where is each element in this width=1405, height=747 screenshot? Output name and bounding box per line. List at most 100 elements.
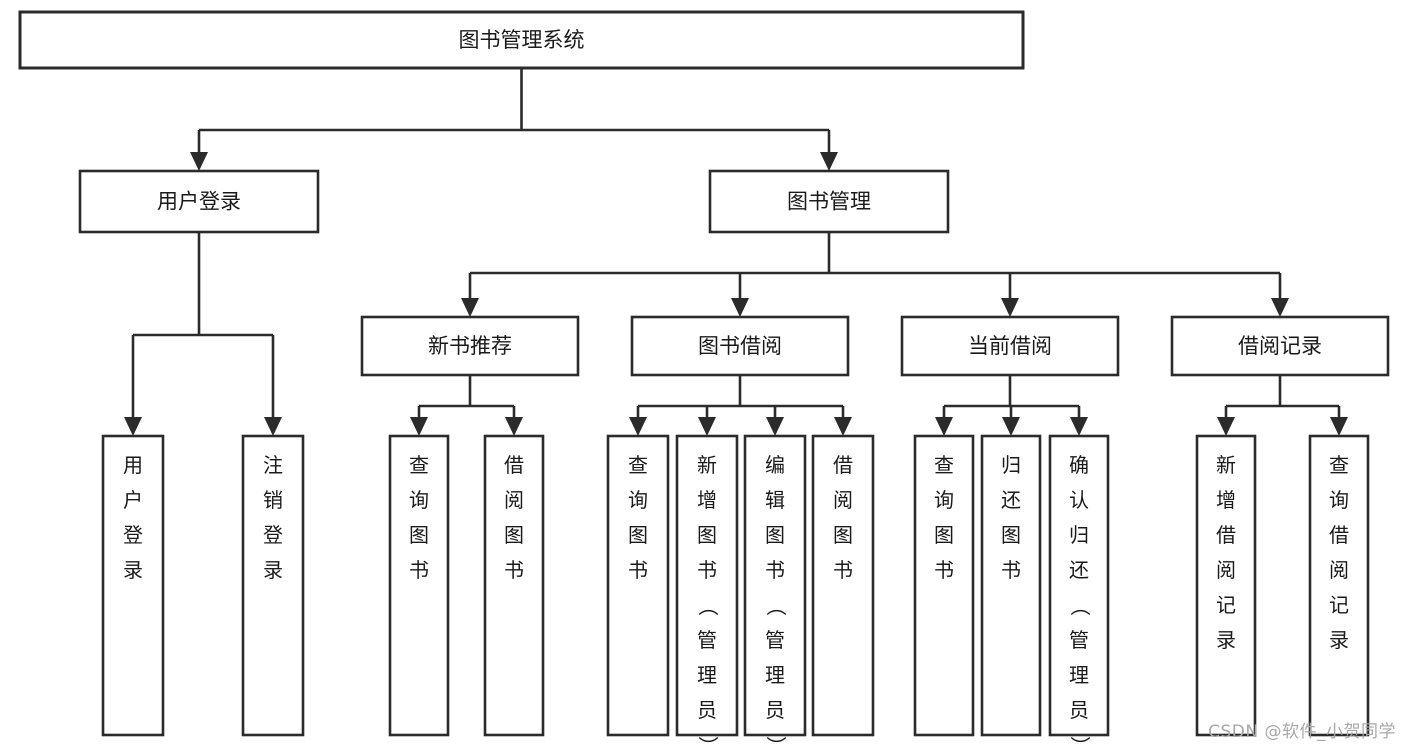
node-label-char: ） bbox=[1068, 736, 1092, 747]
node-label-char: 阅 bbox=[833, 488, 853, 512]
node-label-char: 员 bbox=[1069, 698, 1089, 722]
node-label-char: 编 bbox=[765, 453, 785, 477]
node-label-char: 书 bbox=[1001, 558, 1021, 582]
node-label: 图书管理 bbox=[787, 190, 871, 214]
node-label: 用户登录 bbox=[157, 190, 241, 214]
node-label-char: 查 bbox=[1329, 453, 1349, 477]
node-label-char: 借 bbox=[1329, 523, 1349, 547]
node-label-char: 理 bbox=[1069, 663, 1089, 687]
node-label-char: 新 bbox=[697, 453, 717, 477]
node-label-char: 书 bbox=[765, 558, 785, 582]
node-label-char: 用 bbox=[123, 453, 143, 477]
node-label-char: 图 bbox=[697, 523, 717, 547]
node-root[interactable]: 图书管理系统 bbox=[18, 10, 1025, 70]
node-box bbox=[675, 434, 739, 737]
node-label-char: 户 bbox=[123, 488, 143, 512]
node-l2-new-book[interactable]: 新书推荐 bbox=[360, 315, 580, 377]
node-l2-borrow[interactable]: 图书借阅 bbox=[630, 315, 850, 377]
node-label-char: 书 bbox=[833, 558, 853, 582]
node-box bbox=[360, 315, 580, 377]
node-label: 当前借阅 bbox=[968, 334, 1052, 358]
node-label-char: 管 bbox=[1069, 628, 1089, 652]
node-label-char: 记 bbox=[1329, 593, 1349, 617]
node-l2-current[interactable]: 当前借阅 bbox=[900, 315, 1120, 377]
node-label-char: 归 bbox=[1001, 453, 1021, 477]
node-label-char: 查 bbox=[934, 453, 954, 477]
node-label-char: （ bbox=[1068, 596, 1092, 616]
node-label-char: 确 bbox=[1069, 453, 1089, 477]
node-box bbox=[388, 434, 450, 737]
node-label-char: 登 bbox=[263, 523, 283, 547]
node-box bbox=[980, 434, 1042, 737]
node-box bbox=[1308, 434, 1370, 737]
node-label-char: 还 bbox=[1001, 488, 1021, 512]
node-box bbox=[913, 434, 975, 737]
node-label-char: 阅 bbox=[504, 488, 524, 512]
node-leaf-user-login[interactable]: 用户登录 bbox=[101, 434, 165, 737]
node-label-char: 员 bbox=[697, 698, 717, 722]
node-label-char: 注 bbox=[263, 453, 283, 477]
node-label-char: ） bbox=[696, 736, 720, 747]
node-label-char: 借 bbox=[833, 453, 853, 477]
node-label-char: 图 bbox=[504, 523, 524, 547]
node-label-char: （ bbox=[696, 596, 720, 616]
node-label-char: 管 bbox=[765, 628, 785, 652]
connectors-layer bbox=[124, 68, 1348, 436]
node-label-char: 询 bbox=[409, 488, 429, 512]
node-label-char: 录 bbox=[1329, 628, 1349, 652]
node-box bbox=[1195, 434, 1257, 737]
node-label-char: 增 bbox=[697, 488, 717, 512]
node-label-char: 查 bbox=[409, 453, 429, 477]
node-label-char: 图 bbox=[1001, 523, 1021, 547]
csdn-watermark: CSDN @软件_小贺同学 bbox=[1208, 722, 1396, 742]
node-label-char: （ bbox=[764, 596, 788, 616]
node-label-char: 辑 bbox=[765, 488, 785, 512]
node-label-char: 借 bbox=[1216, 523, 1236, 547]
node-box bbox=[606, 434, 670, 737]
node-l1-book-manage[interactable]: 图书管理 bbox=[708, 169, 950, 234]
node-label: 图书管理系统 bbox=[459, 28, 585, 52]
node-label-char: 录 bbox=[263, 558, 283, 582]
node-label-char: ） bbox=[764, 736, 788, 747]
node-label-char: 图 bbox=[934, 523, 954, 547]
node-label-char: 员 bbox=[765, 698, 785, 722]
node-label-char: 增 bbox=[1216, 488, 1236, 512]
node-box bbox=[1048, 434, 1110, 737]
node-label-char: 登 bbox=[123, 523, 143, 547]
node-label: 图书借阅 bbox=[698, 334, 782, 358]
node-label-char: 询 bbox=[628, 488, 648, 512]
node-label-char: 图 bbox=[765, 523, 785, 547]
node-box bbox=[483, 434, 545, 737]
node-box bbox=[101, 434, 165, 737]
node-box bbox=[811, 434, 875, 737]
node-label-char: 书 bbox=[628, 558, 648, 582]
node-box bbox=[1170, 315, 1390, 377]
node-label-char: 阅 bbox=[1216, 558, 1236, 582]
node-label-char: 录 bbox=[123, 558, 143, 582]
node-label-char: 销 bbox=[263, 488, 283, 512]
node-l1-user-login[interactable]: 用户登录 bbox=[78, 169, 320, 234]
node-label-char: 书 bbox=[934, 558, 954, 582]
node-l2-record[interactable]: 借阅记录 bbox=[1170, 315, 1390, 377]
node-label-char: 询 bbox=[1329, 488, 1349, 512]
node-box bbox=[900, 315, 1120, 377]
node-label-char: 查 bbox=[628, 453, 648, 477]
node-box bbox=[18, 10, 1025, 70]
node-label-char: 书 bbox=[409, 558, 429, 582]
node-label: 借阅记录 bbox=[1238, 334, 1322, 358]
node-label-char: 还 bbox=[1069, 558, 1089, 582]
